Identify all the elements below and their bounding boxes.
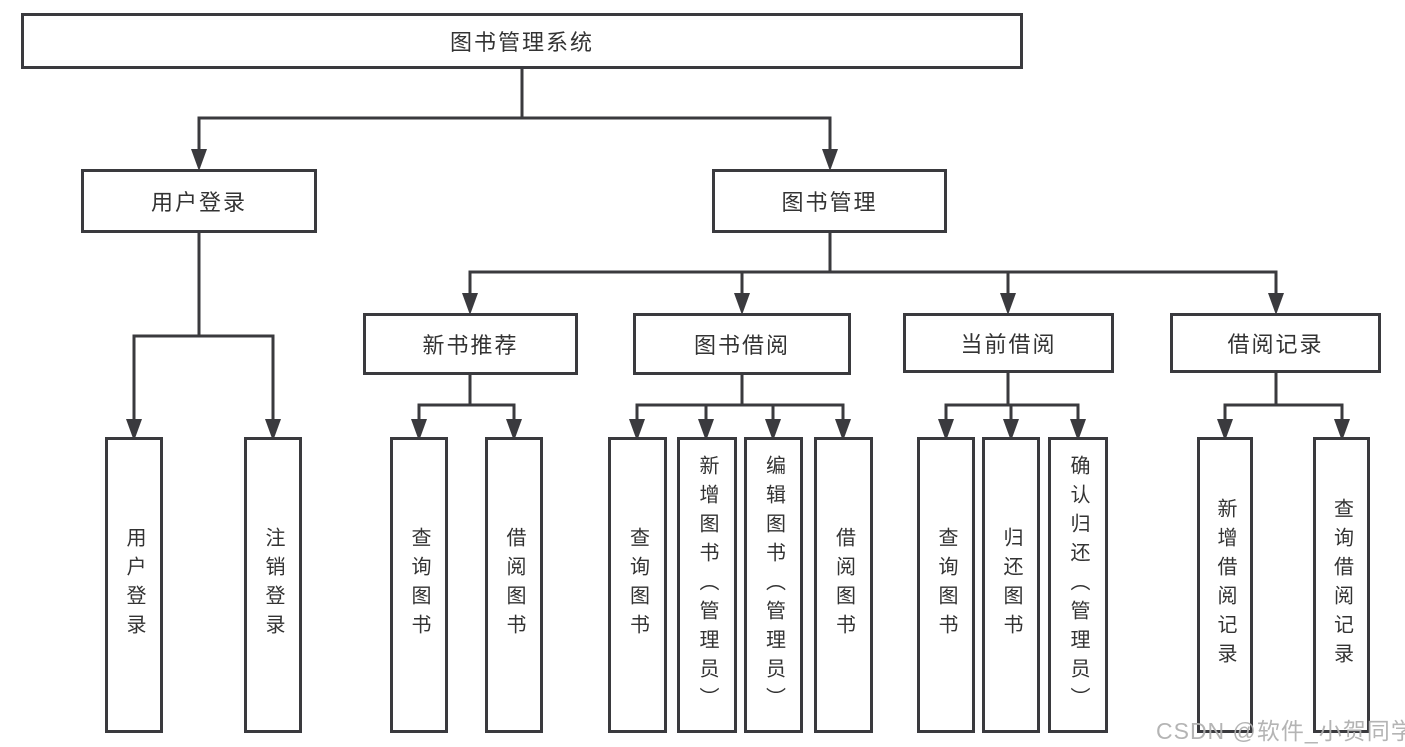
node-root-library-management-system: 图书管理系统 [21, 13, 1023, 69]
leaf-query-book-recommend: 查询图书 [390, 437, 448, 733]
node-new-book-recommend: 新书推荐 [363, 313, 578, 375]
leaf-label: 归还图书 [1000, 527, 1022, 643]
leaf-user-login: 用户登录 [105, 437, 163, 733]
leaf-label: 注销登录 [262, 527, 284, 643]
leaf-return-book: 归还图书 [982, 437, 1040, 733]
node-borrow-records: 借阅记录 [1170, 313, 1381, 373]
leaf-label: 确认归还（管理员） [1067, 454, 1089, 716]
leaf-query-book-current: 查询图书 [917, 437, 975, 733]
node-current-borrow: 当前借阅 [903, 313, 1114, 373]
leaf-borrow-book-recommend: 借阅图书 [485, 437, 543, 733]
leaf-query-book-borrow: 查询图书 [608, 437, 667, 733]
arrowhead-icons [126, 149, 1350, 441]
leaf-label: 用户登录 [123, 527, 145, 643]
leaf-confirm-return-admin: 确认归还（管理员） [1048, 437, 1108, 733]
leaf-label: 查询借阅记录 [1330, 498, 1353, 672]
leaf-label: 查询图书 [935, 527, 957, 643]
leaf-label: 编辑图书（管理员） [762, 454, 785, 716]
leaf-label: 新增借阅记录 [1214, 498, 1236, 672]
leaf-label: 新增图书（管理员） [696, 454, 718, 716]
leaf-query-borrow-record: 查询借阅记录 [1313, 437, 1370, 733]
leaf-label: 查询图书 [626, 527, 649, 643]
leaf-edit-book-admin: 编辑图书（管理员） [744, 437, 803, 733]
leaf-label: 借阅图书 [832, 527, 855, 643]
node-book-management: 图书管理 [712, 169, 947, 233]
leaf-borrow-book: 借阅图书 [814, 437, 873, 733]
leaf-label: 查询图书 [408, 527, 430, 643]
node-book-borrow: 图书借阅 [633, 313, 851, 375]
leaf-add-book-admin: 新增图书（管理员） [677, 437, 737, 733]
leaf-label: 借阅图书 [503, 527, 525, 643]
node-user-login: 用户登录 [81, 169, 317, 233]
leaf-add-borrow-record: 新增借阅记录 [1197, 437, 1253, 733]
leaf-logout: 注销登录 [244, 437, 302, 733]
csdn-watermark: CSDN @软件_小贺同学 [1156, 718, 1405, 744]
